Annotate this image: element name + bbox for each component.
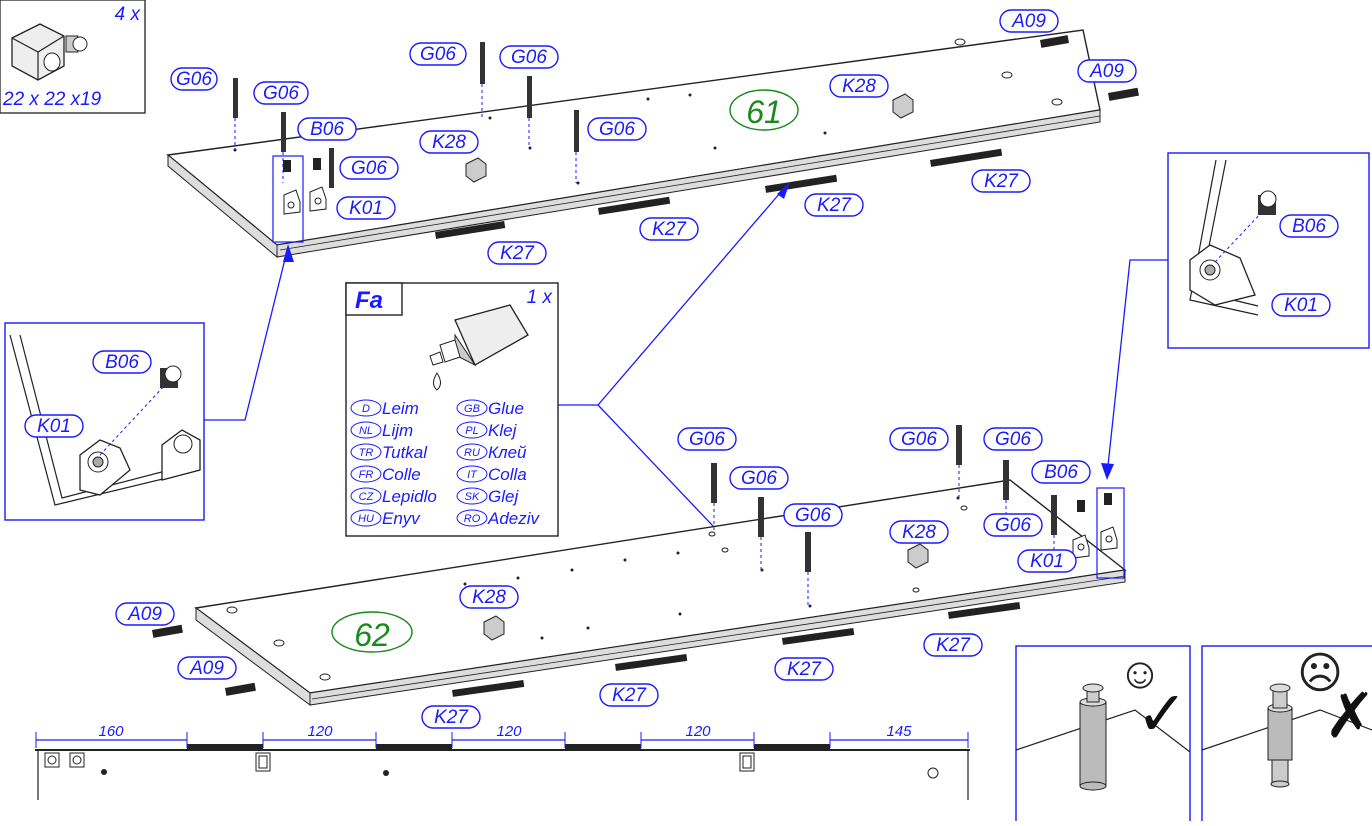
lang-word: Enyv	[382, 509, 421, 528]
lang-code: RO	[464, 513, 481, 525]
lang-word: Lijm	[382, 421, 413, 440]
label-g06: G06	[901, 429, 937, 450]
label-a09: A09	[127, 604, 162, 625]
lang-word: Leim	[382, 399, 419, 418]
panel-62-id: 62	[354, 617, 390, 653]
dimension-label: 120	[685, 723, 711, 740]
label-g06: G06	[795, 505, 831, 526]
label-a09: A09	[189, 658, 224, 679]
label-k27: K27	[434, 707, 469, 728]
connector-block-icon	[11, 23, 88, 81]
lang-code: NL	[359, 425, 373, 437]
label-b06: B06	[310, 119, 344, 140]
label-k27: K27	[500, 243, 535, 264]
label-g06: G06	[351, 158, 387, 179]
lang-word: Клей	[488, 443, 527, 462]
lang-code: PL	[465, 425, 478, 437]
label-b06: B06	[1292, 216, 1326, 237]
lang-code: FR	[359, 469, 374, 481]
dimension-label: 120	[496, 723, 522, 740]
hardware-size: 22 x 22 x19	[2, 89, 102, 110]
bottom-labels: G06 G06 G06 G06 G06 G06 B06 K01 K28 K28 …	[115, 427, 1091, 729]
label-a09: A09	[1011, 11, 1046, 32]
lang-word: Tutkal	[382, 443, 428, 462]
dimension-label: 145	[886, 723, 912, 740]
label-g06: G06	[995, 429, 1031, 450]
lang-word: Lepidlo	[382, 487, 437, 506]
detail-right: B06 K01	[1101, 152, 1370, 480]
glue-code: Fa	[355, 287, 383, 314]
smile-icon: ☺	[1118, 649, 1163, 698]
label-g06: G06	[511, 47, 547, 68]
panel-62: 62	[151, 425, 1127, 706]
top-labels: G06 G06 G06 G06 G06 B06 G06 K01 K28 K28 …	[170, 9, 1137, 265]
lang-code: CZ	[359, 491, 375, 503]
lang-code: D	[362, 403, 370, 415]
dowel-correct-box: ☺ ✓	[1015, 645, 1191, 825]
label-k27: K27	[936, 635, 971, 656]
label-k01: K01	[1030, 551, 1064, 572]
glue-qty: 1 x	[527, 287, 554, 308]
k28-bracket-icon	[465, 93, 914, 183]
label-g06: G06	[176, 69, 212, 90]
lang-code: TR	[359, 447, 374, 459]
label-g06: G06	[995, 515, 1031, 536]
lang-word: Glue	[488, 399, 524, 418]
glue-tube-icon	[429, 304, 529, 391]
lang-code: RU	[464, 447, 480, 459]
lang-word: Klej	[488, 421, 518, 440]
frown-icon: ☹	[1297, 649, 1343, 698]
label-a09: A09	[1089, 61, 1124, 82]
label-b06: B06	[1044, 462, 1078, 483]
cross-icon: ✗	[1324, 682, 1372, 751]
dimension-label: 120	[307, 723, 333, 740]
label-g06: G06	[599, 119, 635, 140]
panel-61-id: 61	[746, 94, 782, 130]
detail-left: B06 K01	[4, 244, 294, 521]
label-k01: K01	[349, 198, 383, 219]
lang-word: Adeziv	[487, 509, 541, 528]
lang-code: HU	[358, 513, 374, 525]
label-k27: K27	[984, 171, 1019, 192]
lang-word: Colla	[488, 465, 527, 484]
hardware-box: 4 x 22 x 22 x19	[0, 0, 146, 114]
label-k28: K28	[472, 587, 506, 608]
label-k27: K27	[652, 219, 687, 240]
lang-code: GB	[464, 403, 480, 415]
glue-box: Fa 1 x D Leim GB Glue NL Lijm PL Klej TR…	[345, 182, 812, 630]
label-g06: G06	[263, 83, 299, 104]
dimension-strip: 160 120 120 120 145	[35, 723, 970, 800]
label-g06: G06	[689, 429, 725, 450]
glue-language-list: D Leim GB Glue NL Lijm PL Klej TR Tutkal…	[350, 399, 541, 528]
check-icon: ✓	[1136, 680, 1188, 749]
dowel-wrong-box: ☹ ✗	[1201, 645, 1372, 825]
label-g06: G06	[420, 44, 456, 65]
label-k27: K27	[612, 685, 647, 706]
label-b06: B06	[105, 352, 139, 373]
lang-code: IT	[467, 469, 478, 481]
label-g06: G06	[741, 468, 777, 489]
label-k28: K28	[902, 522, 936, 543]
label-k01: K01	[37, 416, 71, 437]
dimension-label: 160	[98, 723, 124, 740]
label-k27: K27	[817, 195, 852, 216]
label-k28: K28	[432, 132, 466, 153]
lang-word: Glej	[488, 487, 519, 506]
lang-code: SK	[465, 491, 480, 503]
lang-word: Colle	[382, 465, 421, 484]
label-k28: K28	[842, 76, 876, 97]
hardware-qty: 4 x	[115, 4, 142, 25]
label-k01: K01	[1284, 295, 1318, 316]
label-k27: K27	[787, 659, 822, 680]
